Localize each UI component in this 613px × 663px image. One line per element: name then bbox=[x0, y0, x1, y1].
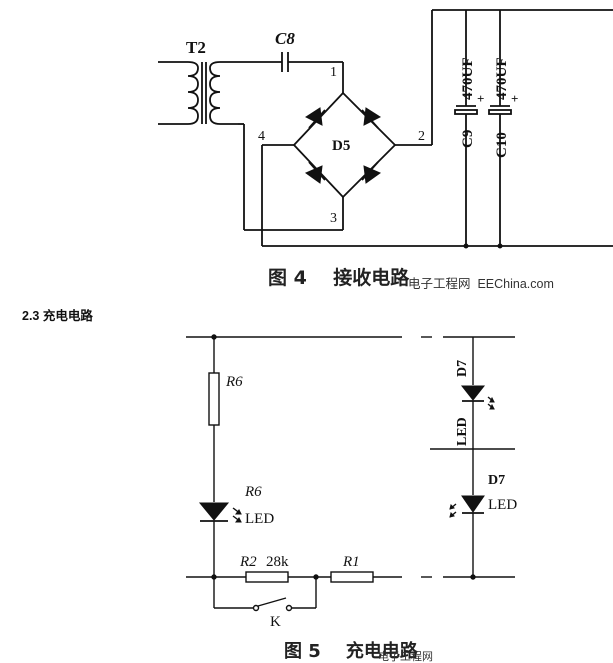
led-label-bottom: LED bbox=[488, 497, 517, 513]
c9-plus: + bbox=[477, 91, 484, 106]
figure-4-receiver-circuit: T2 C8 1 D5 2 bbox=[158, 9, 613, 289]
led-label-left: LED bbox=[245, 511, 274, 527]
c9-value: 470UF bbox=[460, 58, 476, 101]
c10-value: 470UF bbox=[494, 58, 510, 101]
figure-5-caption: 图 5 充电电路 bbox=[284, 640, 419, 662]
led-vertical-label: LED bbox=[455, 417, 470, 446]
capacitor-c8 bbox=[281, 52, 289, 72]
node-2-label: 2 bbox=[418, 129, 425, 144]
figure-5-charging-circuit: R6 R6 LED R2 28k R1 bbox=[186, 334, 517, 663]
t2-label: T2 bbox=[186, 38, 206, 57]
c10-plus: + bbox=[511, 91, 518, 106]
c9-label: C9 bbox=[460, 130, 476, 148]
bridge-rectifier-d5 bbox=[293, 92, 396, 198]
led-left bbox=[198, 502, 242, 523]
r2-label: R2 bbox=[239, 554, 257, 570]
d5-label: D5 bbox=[332, 138, 350, 154]
capacitor-c10 bbox=[488, 10, 512, 249]
r2-value: 28k bbox=[266, 554, 289, 570]
resistor-r6 bbox=[208, 372, 220, 426]
c8-label: C8 bbox=[275, 29, 295, 48]
r6-label-top: R6 bbox=[225, 374, 243, 390]
r1-label: R1 bbox=[342, 554, 360, 570]
figure-4-caption: 图 4 接收电路 bbox=[268, 266, 410, 289]
node-1-label: 1 bbox=[330, 65, 337, 80]
led-d7-bottom bbox=[449, 495, 485, 518]
switch-label: K bbox=[270, 614, 281, 630]
resistor-r1 bbox=[330, 571, 374, 583]
resistor-r2 bbox=[245, 571, 289, 583]
section-heading: 2.3 充电电路 bbox=[22, 308, 93, 323]
d7-label-bottom: D7 bbox=[488, 473, 505, 488]
c10-label: C10 bbox=[494, 132, 510, 158]
capacitor-c9 bbox=[454, 10, 478, 249]
r6-label-led: R6 bbox=[244, 484, 262, 500]
watermark-bottom: 电子工程网 bbox=[378, 650, 433, 663]
node-4-label: 4 bbox=[258, 129, 265, 144]
led-d7-top bbox=[460, 385, 495, 410]
transformer-t2 bbox=[158, 61, 238, 125]
watermark-top: 电子工程网 EEChina.com bbox=[408, 276, 554, 291]
switch-k bbox=[213, 577, 317, 612]
node-3-label: 3 bbox=[330, 211, 337, 226]
d7-label-top: D7 bbox=[455, 360, 470, 377]
